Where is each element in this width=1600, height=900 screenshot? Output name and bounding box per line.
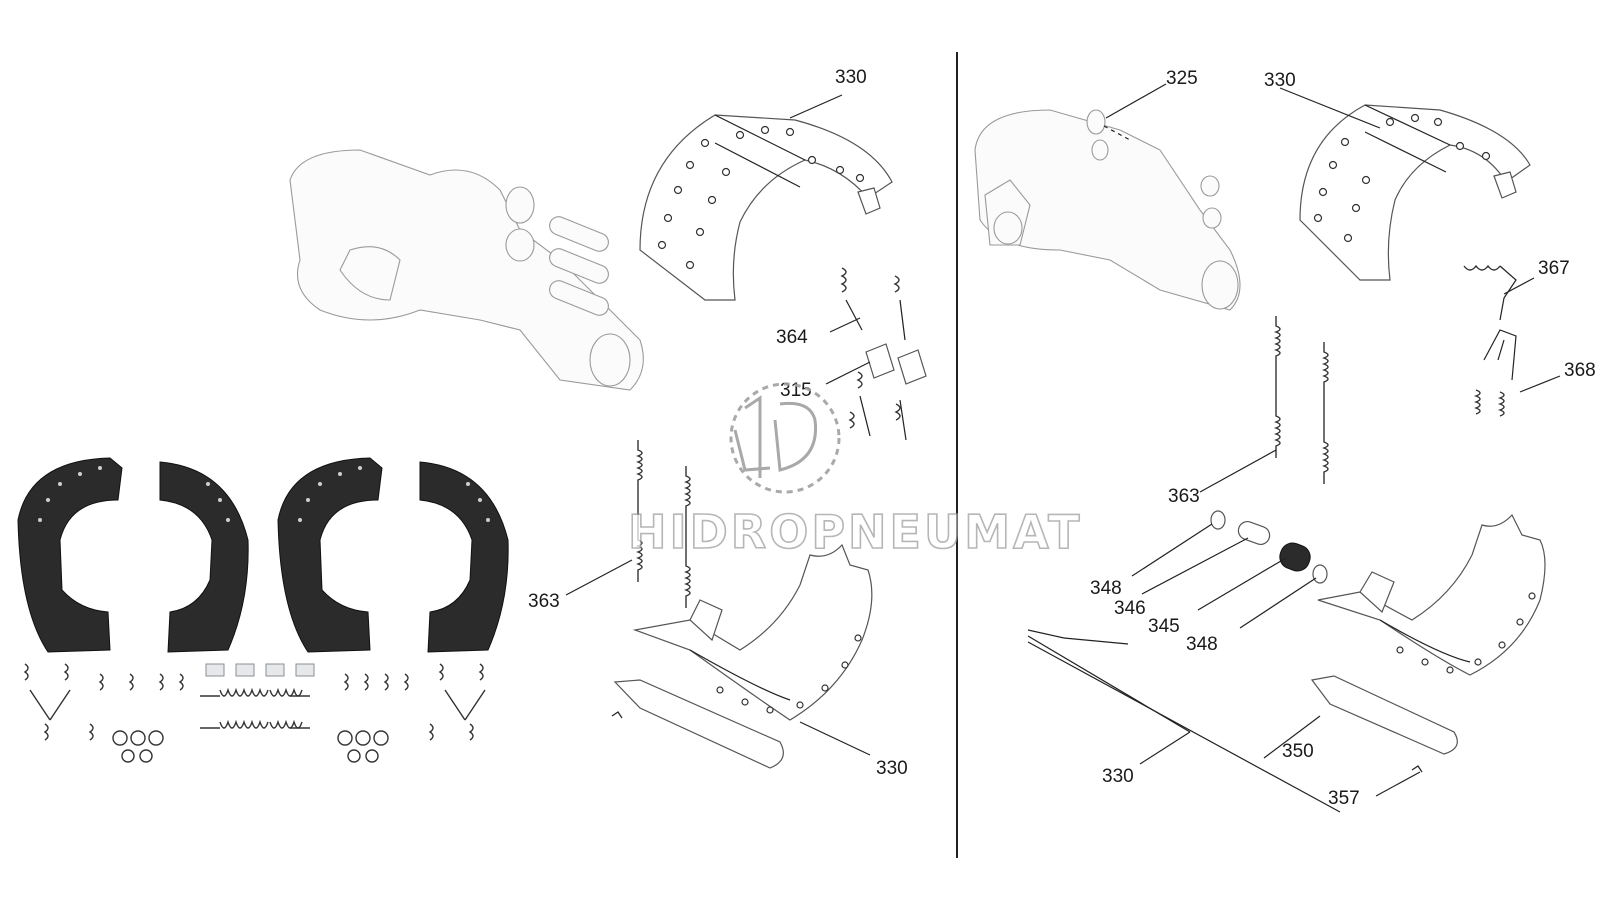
callout-325-right: 325 (1166, 68, 1198, 89)
brake-kit-photo (17, 457, 509, 763)
right-long-springs (1274, 316, 1329, 484)
watermark: HIDROPNEUMAT (627, 382, 1083, 560)
left-long-springs (636, 440, 691, 608)
callout-330-right-bottom: 330 (1102, 766, 1134, 787)
right-shoe-bottom (1310, 513, 1546, 773)
right-axle-outline (974, 109, 1241, 311)
right-callouts: 325 330 367 368 363 348 346 345 348 330 … (1090, 68, 1596, 809)
callout-367-right: 367 (1538, 258, 1570, 279)
callout-364-left: 364 (776, 327, 808, 348)
callout-348-right-a: 348 (1090, 578, 1122, 599)
callout-330-left-bottom: 330 (876, 758, 908, 779)
callout-345-right: 345 (1148, 616, 1180, 637)
callout-348-right-b: 348 (1186, 634, 1218, 655)
left-small-springs (840, 267, 927, 441)
callout-330-left-top: 330 (835, 67, 867, 88)
callout-357-right: 357 (1328, 788, 1360, 809)
right-roller-parts (1210, 510, 1328, 584)
left-shoe-bottom (611, 543, 873, 769)
callout-346-right: 346 (1114, 598, 1146, 619)
right-leader-lines (1027, 83, 1561, 813)
callout-363-right: 363 (1168, 486, 1200, 507)
watermark-text: HIDROPNEUMAT (628, 505, 1083, 559)
callout-363-left: 363 (528, 591, 560, 612)
left-leader-lines (565, 94, 871, 756)
left-shoe-lining-top (639, 114, 893, 301)
watermark-logo-emblem (729, 382, 841, 494)
right-small-springs (1463, 264, 1517, 417)
callout-368-right: 368 (1564, 360, 1596, 381)
right-shoe-lining-top (1299, 104, 1531, 281)
left-axle-outline (289, 149, 644, 391)
callout-350-right: 350 (1282, 741, 1314, 762)
callout-330-right-top: 330 (1264, 70, 1296, 91)
